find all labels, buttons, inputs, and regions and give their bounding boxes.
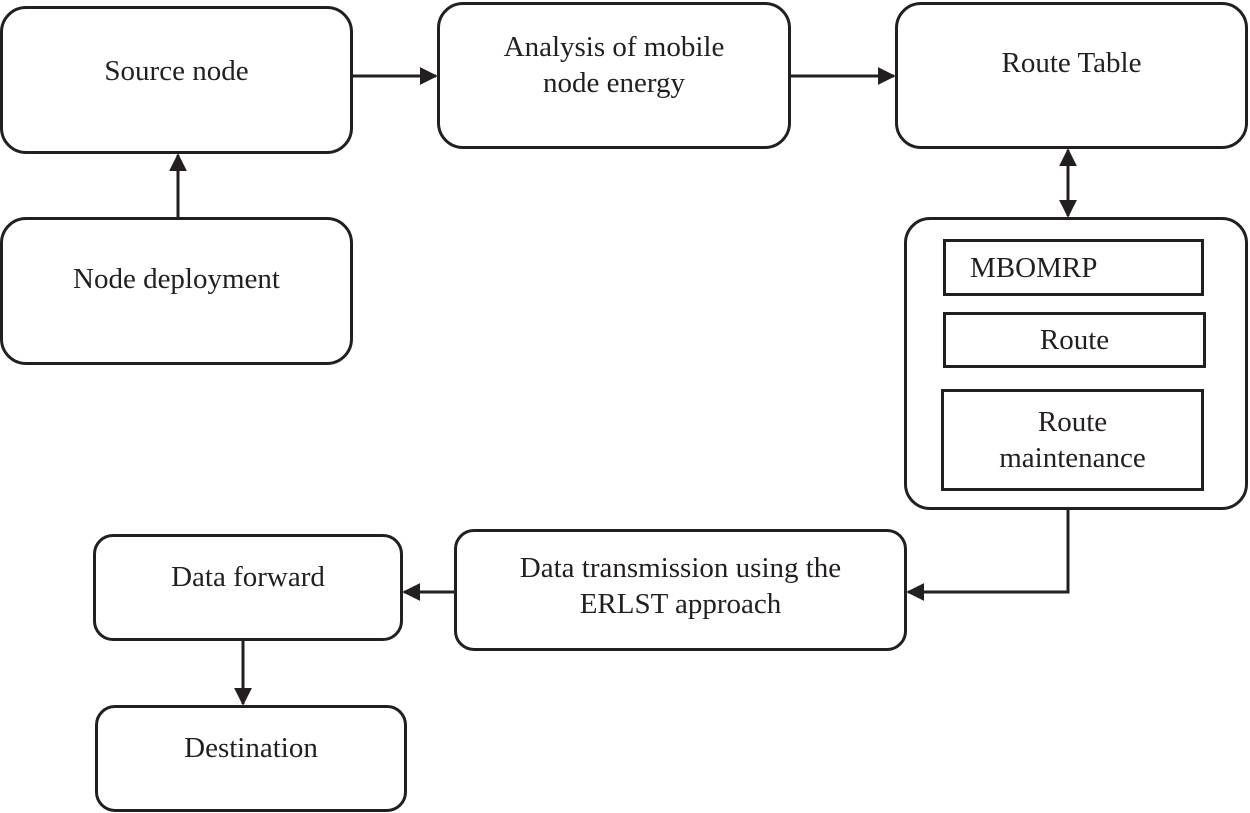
- route-label: Route: [1039, 324, 1110, 356]
- route-maintenance-line-1: Route: [1037, 406, 1108, 438]
- data-forward-box: Data forward: [93, 534, 403, 641]
- destination-box: Destination: [95, 705, 407, 812]
- route-box: Route: [943, 312, 1206, 368]
- node-deployment-label: Node deployment: [73, 263, 280, 295]
- route-table-box: Route Table: [895, 2, 1248, 149]
- mbomrp-box: MBOMRP: [943, 239, 1204, 296]
- source-node-box: Source node: [0, 6, 353, 154]
- arrow-group-to-transmission: [906, 510, 1070, 601]
- data-transmission-box: Data transmission using the ERLST approa…: [454, 529, 907, 651]
- analysis-box: Analysis of mobile node energy: [437, 2, 791, 149]
- analysis-label-line-2: node energy: [543, 67, 685, 99]
- data-transmission-line-2: ERLST approach: [579, 588, 782, 620]
- route-maintenance-line-2: maintenance: [999, 442, 1146, 474]
- mbomrp-label: MBOMRP: [970, 251, 1098, 284]
- source-node-label: Source node: [104, 55, 249, 87]
- data-forward-label: Data forward: [171, 561, 325, 593]
- route-maintenance-box: Route maintenance: [941, 389, 1204, 491]
- node-deployment-box: Node deployment: [0, 217, 353, 365]
- data-transmission-line-1: Data transmission using the: [519, 552, 842, 584]
- destination-label: Destination: [184, 732, 318, 764]
- analysis-label-line-1: Analysis of mobile: [503, 31, 725, 63]
- route-table-label: Route Table: [1001, 47, 1142, 79]
